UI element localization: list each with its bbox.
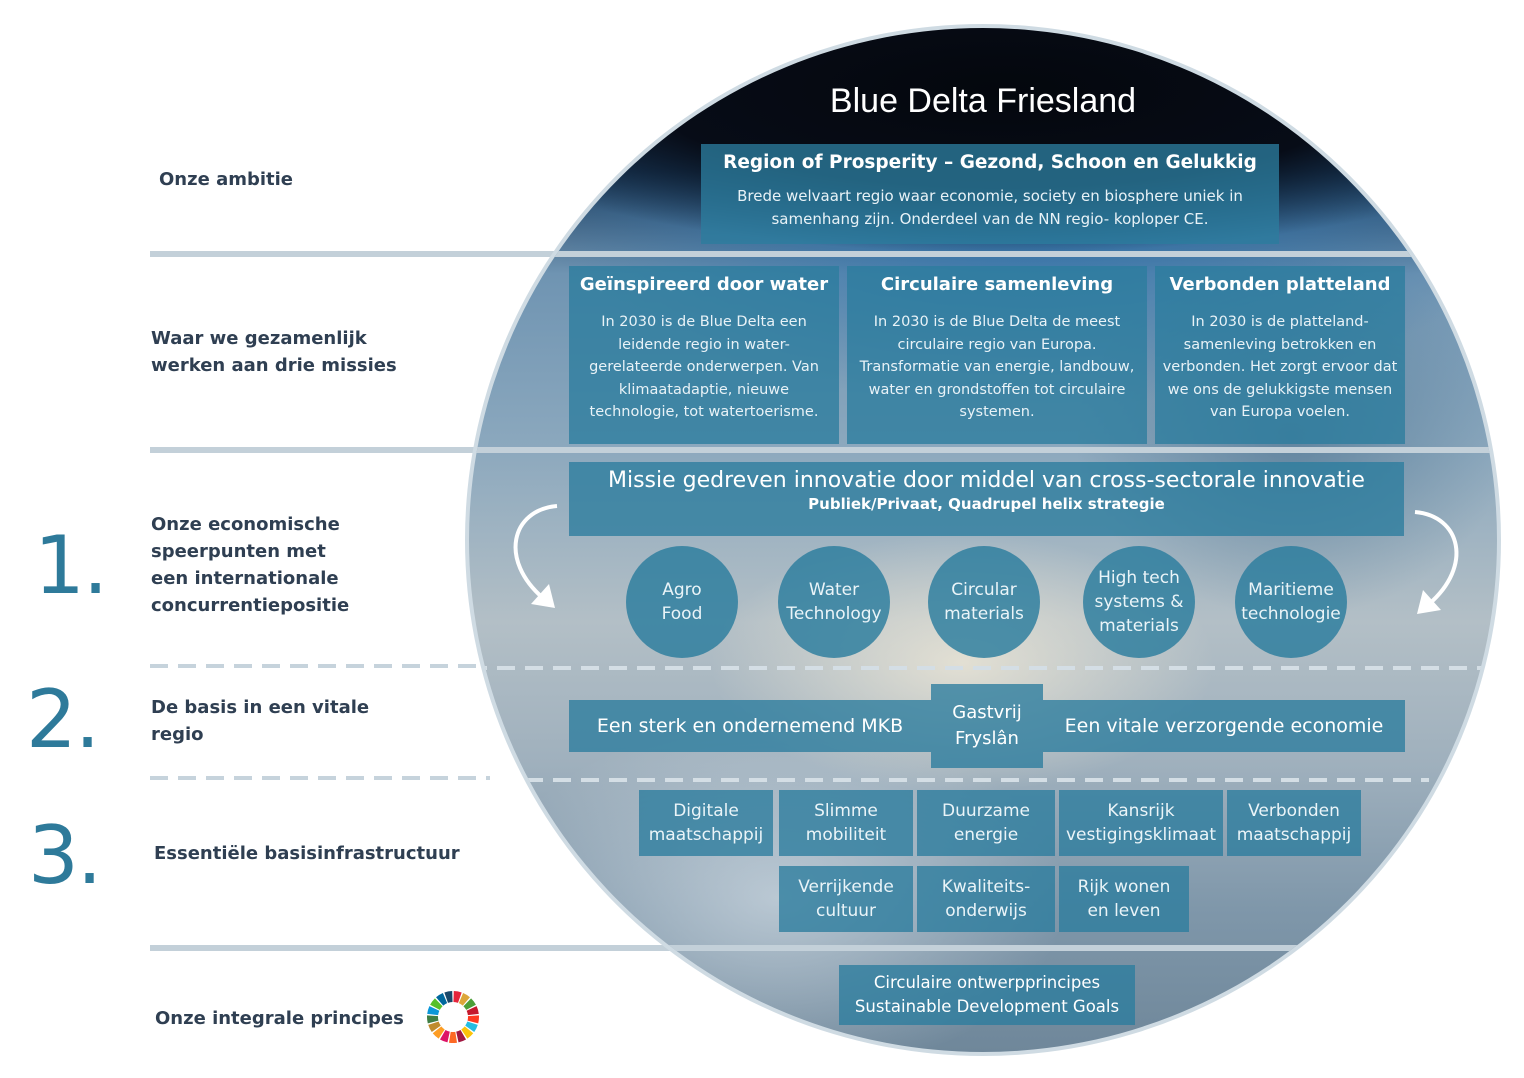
- sdg-wheel-segment: [456, 1029, 467, 1043]
- separator-principles: [150, 945, 710, 951]
- sdg-wheel-segment: [439, 1029, 450, 1043]
- sdg-wheel-segment: [444, 991, 453, 1003]
- mission-panel-water: Geïnspireerd door water In 2030 is de Bl…: [569, 266, 839, 444]
- row-number-3: 3.: [28, 809, 102, 902]
- row-label-basis: De basis in een vitale regio: [151, 697, 370, 745]
- basis-gastvrij-fryslan: Gastvrij Fryslân: [931, 684, 1043, 768]
- sdg-wheel-segment: [428, 1021, 441, 1033]
- row-number-1: 1.: [34, 519, 108, 612]
- separator-dashed-2-inner: [469, 778, 1429, 782]
- mission-title: Geïnspireerd door water: [579, 274, 829, 295]
- infra-verrijkende-cultuur: Verrijkende cultuur: [779, 866, 913, 932]
- row-label-principles: Onze integrale principes: [155, 1008, 404, 1029]
- sdg-wheel-segment: [436, 993, 448, 1006]
- mission-panel-circular: Circulaire samenleving In 2030 is de Blu…: [847, 266, 1147, 444]
- basis-vital-economy: Een vitale verzorgende economie: [1043, 700, 1405, 752]
- mission-title: Circulaire samenleving: [880, 274, 1114, 295]
- sdg-wheel-segment: [458, 993, 470, 1006]
- mission-panel-rural: Verbonden platteland In 2030 is de platt…: [1155, 266, 1405, 444]
- curved-arrow-right-icon: [1414, 510, 1459, 614]
- principles-panel: Circulaire ontwerpprincipes Sustainable …: [839, 965, 1135, 1025]
- spearhead-water-technology: Water Technology: [778, 546, 890, 658]
- ambition-panel: Region of Prosperity – Gezond, Schoon en…: [701, 144, 1279, 244]
- innovation-subtitle: Publiek/Privaat, Quadrupel helix strateg…: [808, 495, 1165, 513]
- spearhead-agro-food: Agro Food: [626, 546, 738, 658]
- sdg-wheel-segment: [453, 991, 462, 1003]
- sdg-color-wheel-icon: [427, 991, 479, 1043]
- separator-ambition-inner: [469, 251, 1497, 257]
- basis-mkb: Een sterk en ondernemend MKB: [569, 700, 931, 752]
- separator-dashed-1: [150, 664, 490, 668]
- sdg-wheel-segment: [461, 1026, 474, 1039]
- separator-dashed-2: [150, 776, 490, 780]
- sdg-wheel-segment: [427, 1006, 440, 1016]
- mission-text: In 2030 is de Blue Delta een leidende re…: [589, 314, 819, 420]
- spearhead-circular-materials: Circular materials: [928, 546, 1040, 658]
- mission-text: In 2030 is de Blue Delta de meest circul…: [859, 314, 1135, 420]
- separator-principles-inner: [469, 945, 1497, 951]
- separator-ambition: [150, 251, 570, 257]
- spearhead-maritime: Maritieme technologie: [1235, 546, 1347, 658]
- sdg-wheel-segment: [467, 1015, 479, 1024]
- diagram-title: Blue Delta Friesland: [829, 82, 1137, 120]
- principles-line-2: Sustainable Development Goals: [854, 997, 1120, 1016]
- infra-digitale-maatschappij: Digitale maatschappij: [639, 790, 773, 856]
- curved-arrow-left-icon: [513, 504, 558, 608]
- separator-missions-inner: [469, 447, 1497, 453]
- sdg-wheel-segment: [466, 1006, 479, 1016]
- row-label-missions: Waar we gezamenlijk werken aan drie miss…: [151, 328, 397, 376]
- separator-dashed-1-inner: [469, 666, 1497, 670]
- mission-title: Verbonden platteland: [1169, 274, 1391, 295]
- sdg-wheel-segment: [432, 1026, 445, 1039]
- spearhead-high-tech: High tech systems & materials: [1083, 546, 1195, 658]
- row-label-infrastructure: Essentiële basisinfrastructuur: [154, 843, 460, 864]
- infra-kwaliteitsonderwijs: Kwaliteits- onderwijs: [917, 866, 1055, 932]
- sdg-wheel-segment: [430, 998, 443, 1010]
- ambition-title: Region of Prosperity – Gezond, Schoon en…: [723, 152, 1257, 173]
- infra-rijk-wonen: Rijk wonen en leven: [1059, 866, 1189, 932]
- mission-text: In 2030 is de platteland-samenleving bet…: [1162, 314, 1398, 420]
- infra-duurzame-energie: Duurzame energie: [917, 790, 1055, 856]
- infra-kansrijk-vestigingsklimaat: Kansrijk vestigingsklimaat: [1059, 790, 1223, 856]
- principles-line-1: Circulaire ontwerpprincipes: [873, 973, 1101, 992]
- sdg-wheel-segment: [463, 998, 476, 1010]
- row-label-ambition: Onze ambitie: [159, 169, 294, 190]
- sdg-wheel-segment: [465, 1021, 478, 1033]
- globe-diagram: Blue Delta Friesland Region of Prosperit…: [465, 24, 1501, 1056]
- infra-slimme-mobiliteit: Slimme mobiliteit: [779, 790, 913, 856]
- row-number-2: 2.: [26, 673, 100, 766]
- sdg-wheel-segment: [427, 1015, 439, 1024]
- innovation-title: Missie gedreven innovatie door middel va…: [608, 468, 1365, 493]
- separator-missions: [150, 447, 490, 453]
- sdg-wheel-segment: [448, 1031, 458, 1043]
- ambition-text: Brede welvaart regio waar economie, soci…: [737, 187, 1243, 228]
- innovation-panel: Missie gedreven innovatie door middel va…: [569, 462, 1404, 536]
- row-label-spearheads: Onze economische speerpunten met een int…: [151, 514, 350, 616]
- infra-verbonden-maatschappij: Verbonden maatschappij: [1227, 790, 1361, 856]
